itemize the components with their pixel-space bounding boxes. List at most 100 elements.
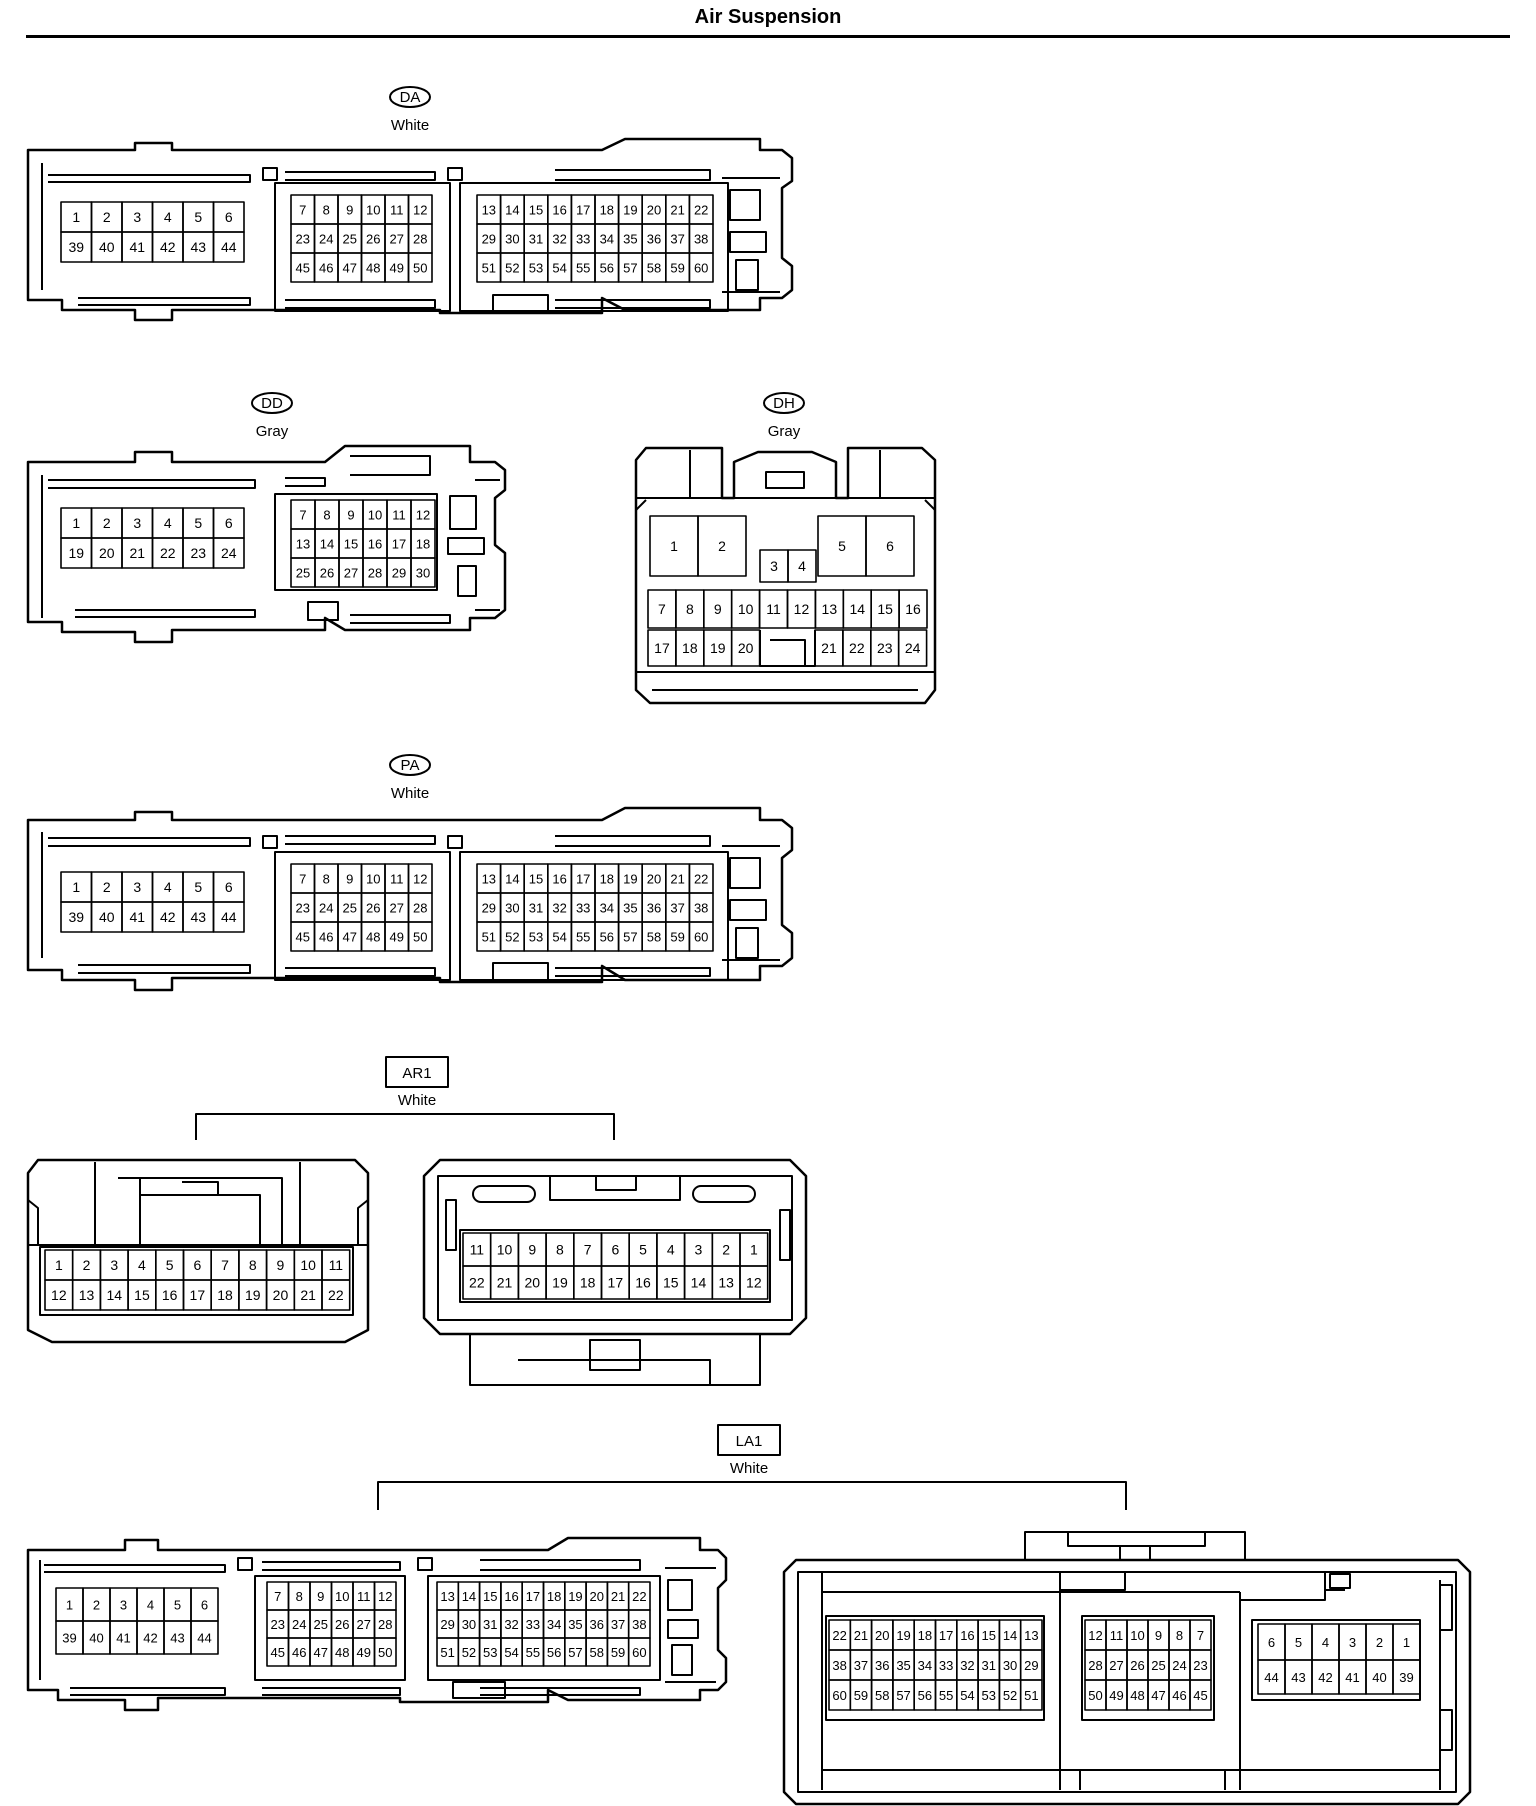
dd-pin-26: 26 bbox=[320, 566, 334, 581]
ar1m-pin-10: 10 bbox=[300, 1257, 316, 1273]
dh-pin-10: 10 bbox=[738, 601, 754, 617]
title-rule bbox=[26, 35, 1510, 38]
la1f-pin-11: 11 bbox=[1110, 1628, 1124, 1643]
la1m-pin-26: 26 bbox=[335, 1617, 349, 1632]
pa-pin-9: 9 bbox=[346, 872, 353, 887]
da-pin-33: 33 bbox=[576, 232, 590, 247]
dh-pin-16: 16 bbox=[905, 601, 921, 617]
ar1f-pin-20: 20 bbox=[524, 1275, 540, 1291]
pa-pin-32: 32 bbox=[552, 901, 566, 916]
pa-pin-55: 55 bbox=[576, 930, 590, 945]
la1m-pin-47: 47 bbox=[314, 1645, 328, 1660]
ar1f-pin-15: 15 bbox=[663, 1275, 679, 1291]
dd-pin-23: 23 bbox=[190, 545, 206, 561]
la1f-pin-6: 6 bbox=[1268, 1635, 1275, 1650]
dd-pin-11: 11 bbox=[392, 508, 406, 523]
dh-pin-2: 2 bbox=[718, 538, 726, 554]
dh-pin-21: 21 bbox=[821, 640, 837, 656]
la1f-pin-39: 39 bbox=[1399, 1670, 1413, 1685]
pa-pin-8: 8 bbox=[323, 872, 330, 887]
ar1f-pin-1: 1 bbox=[750, 1242, 758, 1258]
pa-pin-60: 60 bbox=[694, 930, 708, 945]
la1m-pin-31: 31 bbox=[483, 1617, 497, 1632]
la1f-pin-21: 21 bbox=[854, 1628, 868, 1643]
da-pin-51: 51 bbox=[482, 261, 496, 276]
dh-pin-9: 9 bbox=[714, 601, 722, 617]
page-title: Air Suspension bbox=[694, 6, 842, 28]
da-pin-4: 4 bbox=[164, 209, 172, 225]
da-pin-40: 40 bbox=[99, 239, 115, 255]
dh-pin-22: 22 bbox=[849, 640, 865, 656]
la1m-pin-56: 56 bbox=[547, 1645, 561, 1660]
pa-pin-31: 31 bbox=[529, 901, 543, 916]
connector-da-code: DA bbox=[400, 89, 421, 106]
la1f-pin-36: 36 bbox=[875, 1658, 889, 1673]
da-pin-24: 24 bbox=[319, 232, 333, 247]
la1f-pin-12: 12 bbox=[1088, 1628, 1102, 1643]
la1f-pin-3: 3 bbox=[1349, 1635, 1356, 1650]
da-pin-37: 37 bbox=[670, 232, 684, 247]
pa-pin-53: 53 bbox=[529, 930, 543, 945]
la1f-pin-46: 46 bbox=[1172, 1688, 1186, 1703]
la1m-pin-24: 24 bbox=[292, 1617, 306, 1632]
dh-pin-5: 5 bbox=[838, 538, 846, 554]
dh-pin-cell bbox=[865, 515, 915, 577]
pa-pin-28: 28 bbox=[413, 901, 427, 916]
la1f-pin-cell bbox=[1189, 1679, 1212, 1711]
connector-la1-code: LA1 bbox=[736, 1433, 763, 1450]
la1f-pin-60: 60 bbox=[832, 1688, 846, 1703]
pa-pin-47: 47 bbox=[343, 930, 357, 945]
pa-pin-59: 59 bbox=[670, 930, 684, 945]
pa-pin-57: 57 bbox=[623, 930, 637, 945]
dd-pin-30: 30 bbox=[416, 566, 430, 581]
pa-pin-44: 44 bbox=[221, 909, 237, 925]
la1m-pin-57: 57 bbox=[568, 1645, 582, 1660]
la1f-pin-17: 17 bbox=[939, 1628, 953, 1643]
la1m-pin-37: 37 bbox=[611, 1617, 625, 1632]
la1m-pin-9: 9 bbox=[317, 1589, 324, 1604]
la1m-pin-15: 15 bbox=[483, 1589, 497, 1604]
dh-pin-cell bbox=[697, 515, 747, 577]
la1m-pin-12: 12 bbox=[378, 1589, 392, 1604]
pa-pin-19: 19 bbox=[623, 872, 637, 887]
la1m-pin-14: 14 bbox=[462, 1589, 476, 1604]
da-pin-30: 30 bbox=[505, 232, 519, 247]
dh-pin-17: 17 bbox=[654, 640, 670, 656]
la1m-pin-50: 50 bbox=[378, 1645, 392, 1660]
la1f-pin-26: 26 bbox=[1130, 1658, 1144, 1673]
la1m-pin-18: 18 bbox=[547, 1589, 561, 1604]
la1m-pin-13: 13 bbox=[440, 1589, 454, 1604]
connector-pa-code: PA bbox=[401, 757, 420, 774]
pa-pin-cell bbox=[212, 901, 245, 933]
da-pin-35: 35 bbox=[623, 232, 637, 247]
la1f-pin-14: 14 bbox=[1003, 1628, 1017, 1643]
la1f-pin-33: 33 bbox=[939, 1658, 953, 1673]
dd-pin-14: 14 bbox=[320, 537, 334, 552]
da-pin-46: 46 bbox=[319, 261, 333, 276]
pa-pin-35: 35 bbox=[623, 901, 637, 916]
dd-pin-7: 7 bbox=[299, 508, 306, 523]
la1f-pin-19: 19 bbox=[896, 1628, 910, 1643]
la1f-pin-54: 54 bbox=[960, 1688, 974, 1703]
da-pin-23: 23 bbox=[296, 232, 310, 247]
da-pin-5: 5 bbox=[194, 209, 202, 225]
da-pin-25: 25 bbox=[343, 232, 357, 247]
la1f-pin-37: 37 bbox=[854, 1658, 868, 1673]
ar1f-pin-9: 9 bbox=[528, 1242, 536, 1258]
la1f-pin-35: 35 bbox=[896, 1658, 910, 1673]
la1m-pin-40: 40 bbox=[89, 1631, 103, 1646]
pa-pin-30: 30 bbox=[505, 901, 519, 916]
da-pin-29: 29 bbox=[482, 232, 496, 247]
pa-pin-13: 13 bbox=[482, 872, 496, 887]
dh-pin-19: 19 bbox=[710, 640, 726, 656]
la1m-pin-41: 41 bbox=[116, 1631, 130, 1646]
connector-dd-code: DD bbox=[261, 395, 283, 412]
la1f-pin-56: 56 bbox=[918, 1688, 932, 1703]
da-pin-21: 21 bbox=[670, 203, 684, 218]
ar1m-pin-8: 8 bbox=[249, 1257, 257, 1273]
ar1m-pin-7: 7 bbox=[221, 1257, 229, 1273]
pa-pin-cell bbox=[688, 921, 714, 952]
ar1f-pin-5: 5 bbox=[639, 1242, 647, 1258]
dd-pin-5: 5 bbox=[194, 515, 202, 531]
